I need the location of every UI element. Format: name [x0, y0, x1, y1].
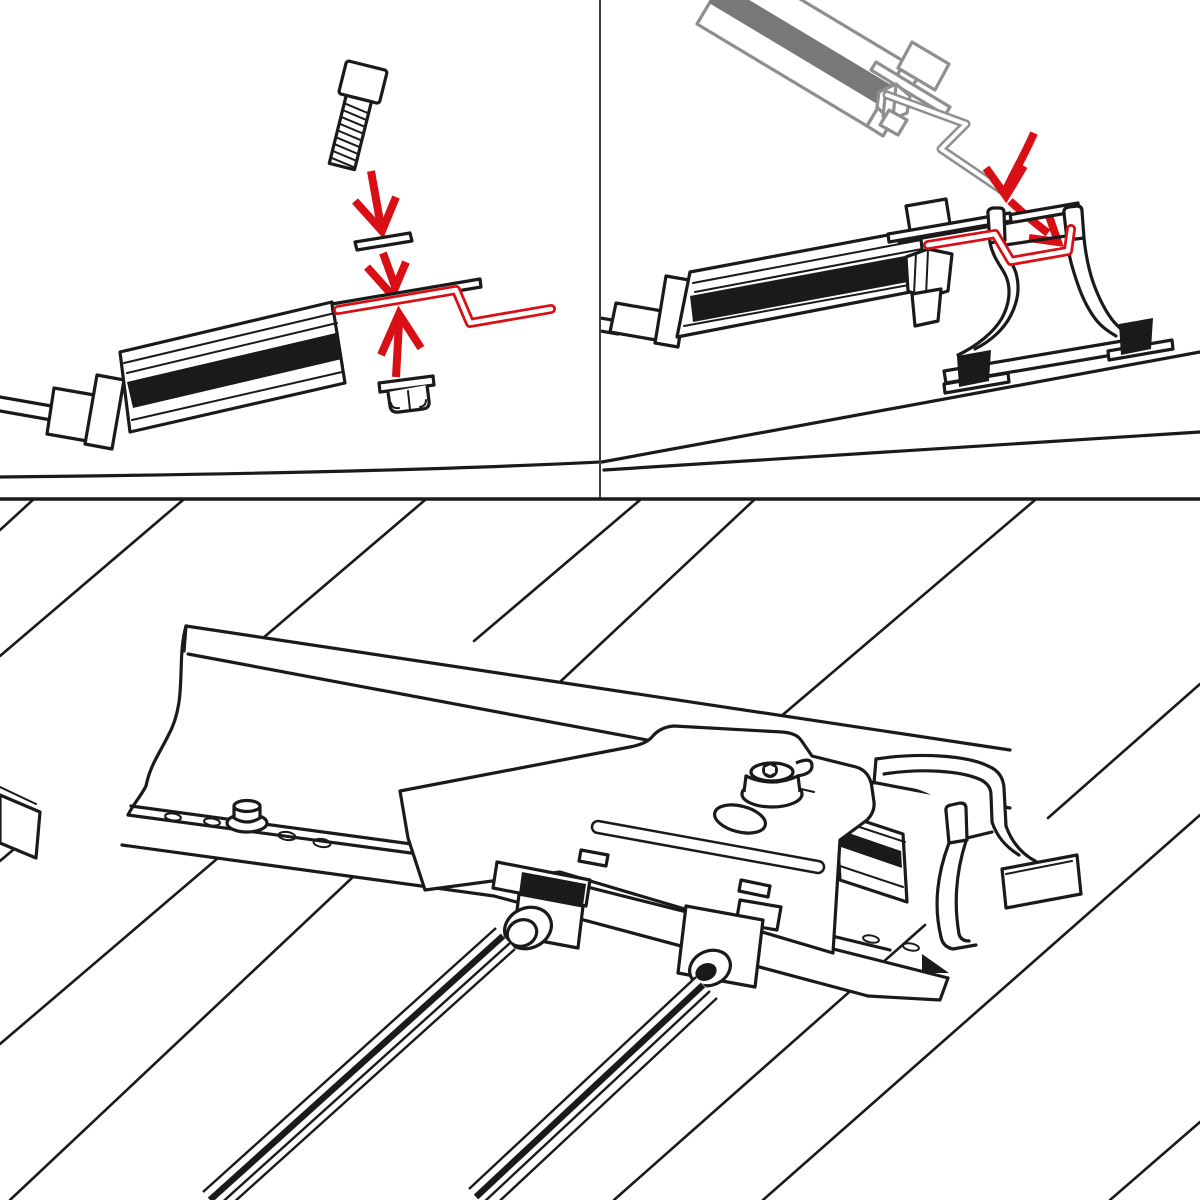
output-cable-2: output cable (right): [468, 976, 718, 1200]
roof-seam-lines: standing-seam metal roof lines: [0, 500, 1200, 1200]
socket-head-screw: socket head cap screw: [327, 59, 389, 172]
plate-adjustment-slot: adjustment slot: [590, 819, 826, 875]
panel-final-assembly: final-assembly-on-roof standing-seam met…: [0, 500, 1200, 1200]
adjacent-rail-fragment: [0, 786, 42, 860]
rivet-nut: rivet nut: [377, 374, 436, 414]
panel-step2-hook-onto-mount: step-2-hook-onto-mount roof surface line…: [601, 0, 1200, 472]
flange-gusset: [922, 954, 949, 973]
seam-clamps: standing-seam clamp blocks: [942, 318, 1175, 395]
ghost-unit-previous-position: previous position of unit (gray) Z brack…: [695, 0, 1008, 196]
red-up-arrow: red insertion arrow (rivet nut upward): [377, 305, 425, 378]
red-down-arrow-2: red insertion arrow (plate to flange): [364, 251, 410, 303]
clamp-plate: clamp strip / washer plate: [353, 231, 414, 252]
cable-connector-1: cable connector (left): [491, 860, 592, 951]
plate-access-hole: access hole: [712, 803, 768, 835]
roof-lines: roof surface lines: [601, 350, 1200, 472]
z-bracket-red: Z mounting bracket (highlighted red): [333, 285, 556, 328]
unit-mounting-plate: unit mounting plate grounding lug with h…: [398, 724, 876, 955]
mount-bracket-over-rail: curved mount bracket over rail end: [872, 753, 1083, 951]
flange-screw: button-head flange screw: [225, 798, 269, 834]
power-unit: power unit with side cable device mounti…: [0, 277, 483, 451]
roof-edge-line: [0, 460, 599, 479]
power-unit-2: power unit with side cable: [601, 227, 928, 349]
cable-connector-2: cable connector (right): [676, 898, 783, 989]
red-down-arrow-1: red insertion arrow (screw to clamp plat…: [352, 170, 400, 239]
plate-cutout-1: [577, 848, 610, 868]
ghost-z-bracket: Z bracket previous position (gray): [882, 90, 1008, 196]
plate-cutout-2: [737, 878, 772, 899]
panel-step1-exploded-fastening: step-1-exploded-fastening socket head ca…: [0, 59, 599, 479]
fastener-stack: screw, clamp plate and flange nut: [886, 197, 1013, 328]
z-bracket-red-2: Z mounting bracket engaging mount (red): [923, 224, 1076, 266]
ground-lug: grounding lug with hex-socket bolt: [740, 758, 815, 809]
rail-flange-holes: rail base flange with slotted holes: [164, 812, 920, 952]
output-cable-1: output cable (left): [202, 927, 517, 1200]
